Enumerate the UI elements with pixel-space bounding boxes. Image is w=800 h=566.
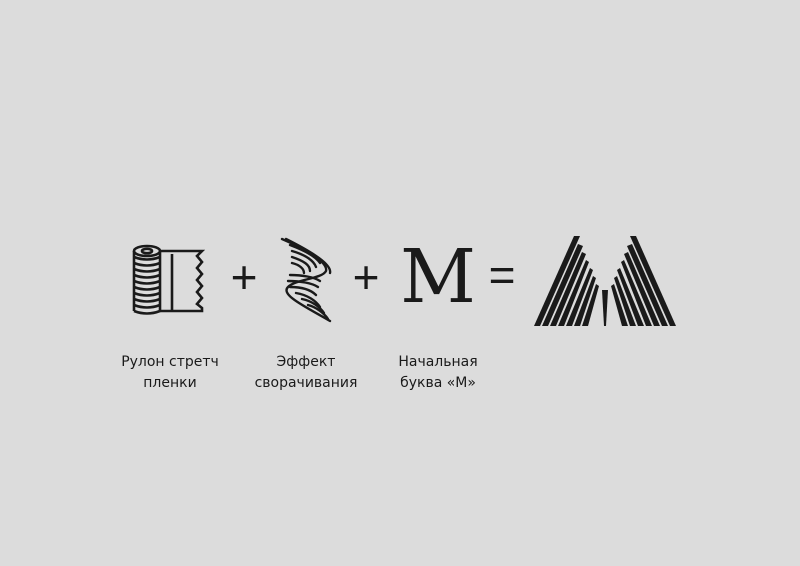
twist-effect-icon [276, 235, 336, 325]
caption-line: Рулон стретч [121, 354, 219, 370]
caption-twist-effect: Эффект сворачивания [231, 352, 381, 394]
caption-line: пленки [143, 375, 197, 391]
letter-m: М [400, 234, 476, 320]
plus-sign: + [230, 251, 258, 303]
caption-line: буква «М» [400, 375, 476, 391]
caption-film-roll: Рулон стретч пленки [95, 352, 245, 394]
caption-line: Начальная [398, 354, 478, 370]
caption-letter-m: Начальная буква «М» [363, 352, 513, 394]
caption-line: Эффект [276, 354, 336, 370]
film-roll-icon [128, 238, 212, 322]
striped-m-logo [532, 232, 678, 330]
equals-sign: = [488, 249, 516, 301]
plus-sign: + [352, 251, 380, 303]
caption-line: сворачивания [254, 375, 358, 391]
